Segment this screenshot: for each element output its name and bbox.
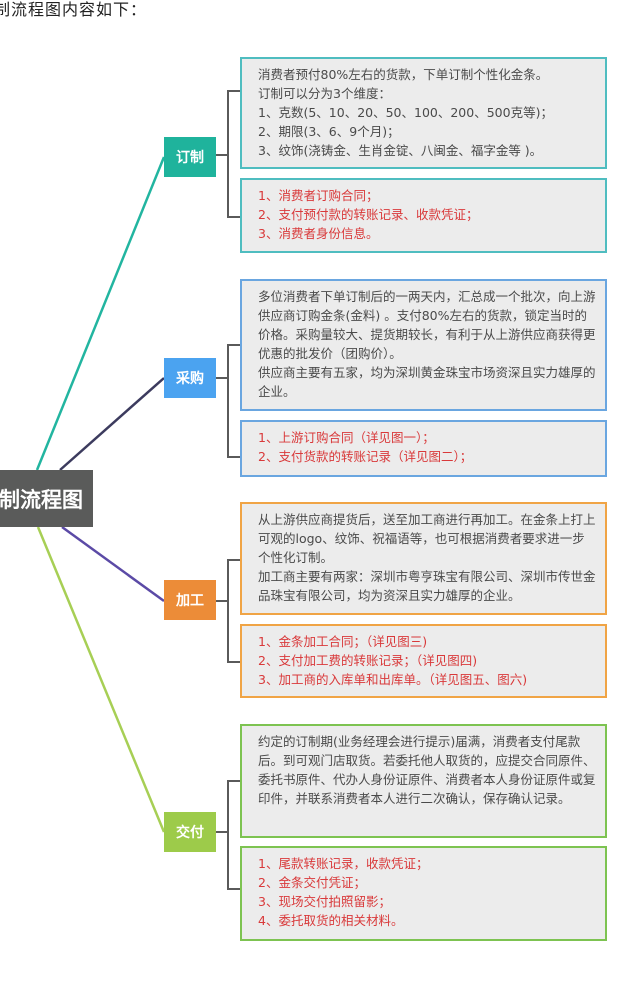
branch-label: 交付 [176,825,204,841]
documents-box-jiaofu: 1、尾款转账记录，收款凭证； 2、金条交付凭证； 3、现场交付拍照留影； 4、委… [240,846,607,941]
description-line: 订制可以分为3个维度： [258,86,391,101]
center-node-label: 制流程图 [0,487,83,512]
connector-jiagong [61,525,165,603]
description-box-jiaofu: 约定的订制期(业务经理会进行提示)届满，消费者支付尾款后。到可观门店取货。若委托… [240,724,607,838]
document-item: 3、现场交付拍照留影； [258,894,391,909]
document-item: 3、消费者身份信息。 [258,226,379,241]
document-item: 1、消费者订购合同； [258,188,379,203]
description-box-jiagong: 从上游供应商提货后，送至加工商进行再加工。在金条上打上可观的logo、纹饰、祝福… [240,502,607,615]
bracket-lines [216,90,240,890]
description-line: 约定的订制期(业务经理会进行提示)届满，消费者支付尾款后。到可观门店取货。若委托… [258,734,596,806]
connector-jiaofu [36,526,166,833]
description-line: 从上游供应商提货后，送至加工商进行再加工。在金条上打上可观的logo、纹饰、祝福… [258,512,596,565]
document-item: 2、金条交付凭证； [258,875,366,890]
branch-label: 采购 [176,371,204,387]
description-line: 消费者预付80%左右的货款，下单订制个性化金条。 [258,67,549,82]
document-item: 1、金条加工合同；（详见图三) [258,634,428,649]
branch-node-jiaofu: 交付 [164,812,216,852]
description-line: 供应商主要有五家，均为深圳黄金珠宝市场资深且实力雄厚的企业。 [258,365,596,399]
document-item: 2、支付加工费的转账记录；（详见图四) [258,653,478,668]
center-node: 制流程图 [0,470,93,527]
branch-label: 加工 [176,593,204,609]
description-line: 3、纹饰(浇铸金、生肖金锭、八闽金、福字金等 )。 [258,143,543,158]
description-line: 多位消费者下单订制后的一两天内，汇总成一个批次，向上游供应商订购金条(金料) 。… [258,289,596,361]
document-item: 1、尾款转账记录，收款凭证； [258,856,429,871]
description-box-caigou: 多位消费者下单订制后的一两天内，汇总成一个批次，向上游供应商订购金条(金料) 。… [240,279,607,411]
description-line: 加工商主要有两家：深圳市粤亨珠宝有限公司、深圳市传世金品珠宝有限公司，均为资深且… [258,569,596,603]
document-item: 4、委托取货的相关材料。 [258,913,404,928]
branch-node-jiagong: 加工 [164,580,216,620]
document-item: 3、加工商的入库单和出库单。（详见图五、图六) [258,672,528,687]
documents-box-jiagong: 1、金条加工合同；（详见图三) 2、支付加工费的转账记录；（详见图四) 3、加工… [240,624,607,698]
description-box-dingzhi: 消费者预付80%左右的货款，下单订制个性化金条。 订制可以分为3个维度： 1、克… [240,57,607,169]
description-line: 1、克数(5、10、20、50、100、200、500克等)； [258,105,553,120]
branch-label: 订制 [176,150,204,166]
intro-text: 制流程图内容如下： [0,0,148,19]
branch-node-caigou: 采购 [164,358,216,398]
connector-caigou [59,377,165,471]
documents-box-caigou: 1、上游订购合同（详见图一）； 2、支付货款的转账记录（详见图二）； [240,420,607,477]
branch-node-dingzhi: 订制 [164,137,216,177]
documents-box-dingzhi: 1、消费者订购合同； 2、支付预付款的转账记录、收款凭证； 3、消费者身份信息。 [240,178,607,253]
document-item: 2、支付货款的转账记录（详见图二）； [258,449,473,464]
document-item: 2、支付预付款的转账记录、收款凭证； [258,207,479,222]
document-item: 1、上游订购合同（详见图一）； [258,430,435,445]
connector-dingzhi [35,156,166,471]
description-line: 2、期限(3、6、9个月)； [258,124,400,139]
